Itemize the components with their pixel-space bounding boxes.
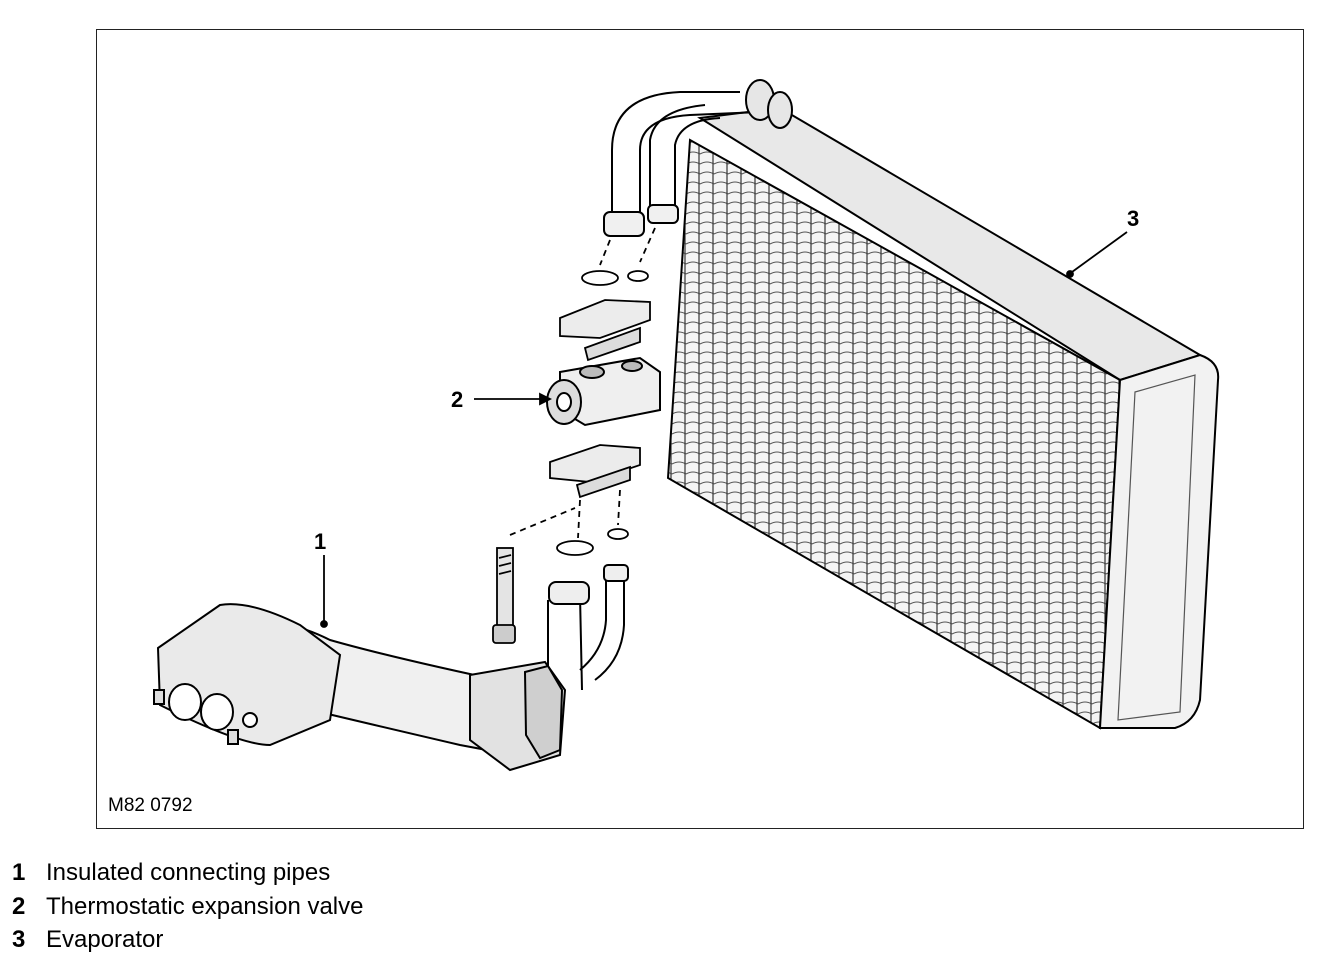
expansion-valve xyxy=(546,356,661,427)
legend-item: 1 Insulated connecting pipes xyxy=(12,856,363,890)
legend-label: Thermostatic expansion valve xyxy=(46,892,364,920)
legend-item: 2 Thermostatic expansion valve xyxy=(12,890,363,924)
parts-legend: 1 Insulated connecting pipes 2 Thermostati… xyxy=(12,856,363,957)
legend-number: 2 xyxy=(12,892,26,920)
evaporator xyxy=(666,106,1220,730)
leader-lines xyxy=(320,231,1128,628)
callout-3-number: 3 xyxy=(1127,206,1140,231)
figure-frame xyxy=(96,29,1304,829)
figure-reference-code: M82 0792 xyxy=(108,795,193,816)
insulated-connecting-pipes xyxy=(153,564,629,772)
legend-number: 3 xyxy=(12,926,26,953)
lower-seals-and-plates xyxy=(492,444,641,644)
legend-number: 1 xyxy=(12,859,26,886)
callout-1-number: 1 xyxy=(314,529,327,554)
evaporator-inlet-pipes xyxy=(603,79,793,237)
legend-label: Insulated connecting pipes xyxy=(46,859,331,886)
legend-item: 3 Evaporator xyxy=(12,923,363,957)
callout-2-number: 2 xyxy=(451,387,464,412)
upper-seals-and-plates xyxy=(559,227,656,362)
legend-label: Evaporator xyxy=(46,926,164,953)
